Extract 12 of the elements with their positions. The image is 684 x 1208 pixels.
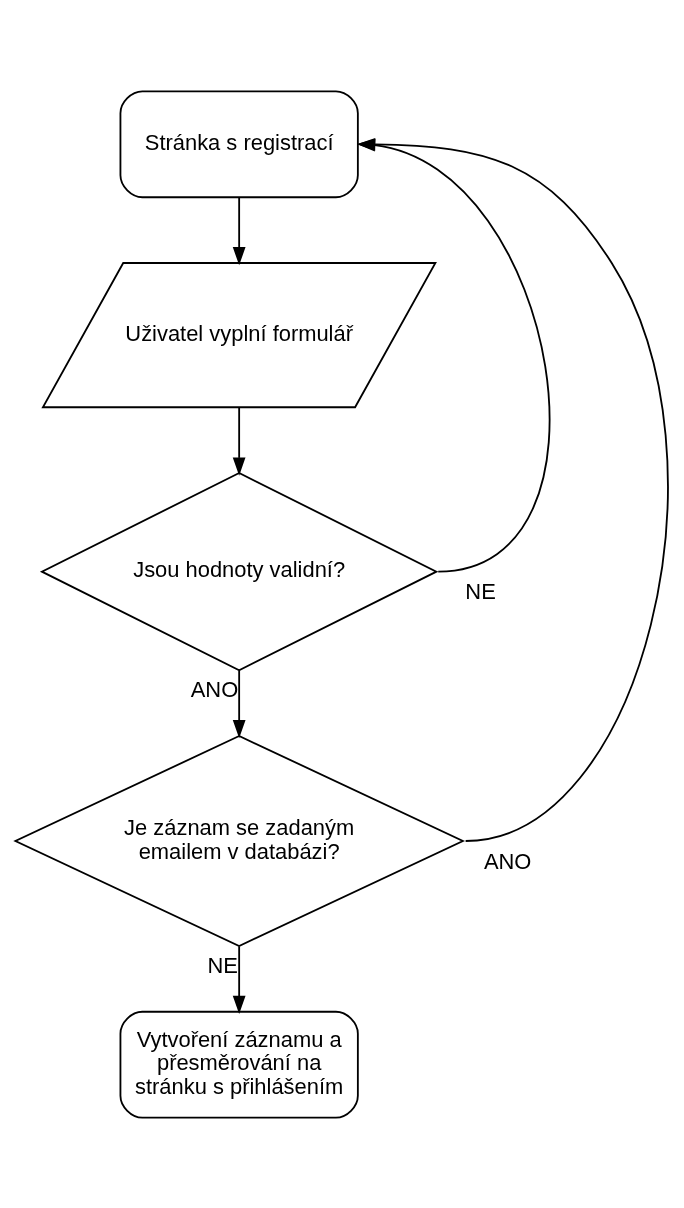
arrow [232, 406, 246, 476]
edge-label: ANO [190, 676, 239, 702]
node-diamond: Je záznam se zadaným emailem v databázi? [13, 734, 466, 947]
arrow [232, 195, 246, 265]
node-diamond: Jsou hodnoty validní? [39, 471, 439, 671]
arrow [232, 669, 246, 738]
edge-label: NE [465, 578, 496, 604]
arrow [232, 945, 246, 1014]
edge-label: ANO [483, 848, 532, 874]
node-box: Stránka s registrací [119, 89, 359, 198]
node-box: Vytvoření záznamu a přesměrování na stránku s přihlášením [119, 1010, 359, 1119]
edge-label: NE [207, 952, 238, 978]
